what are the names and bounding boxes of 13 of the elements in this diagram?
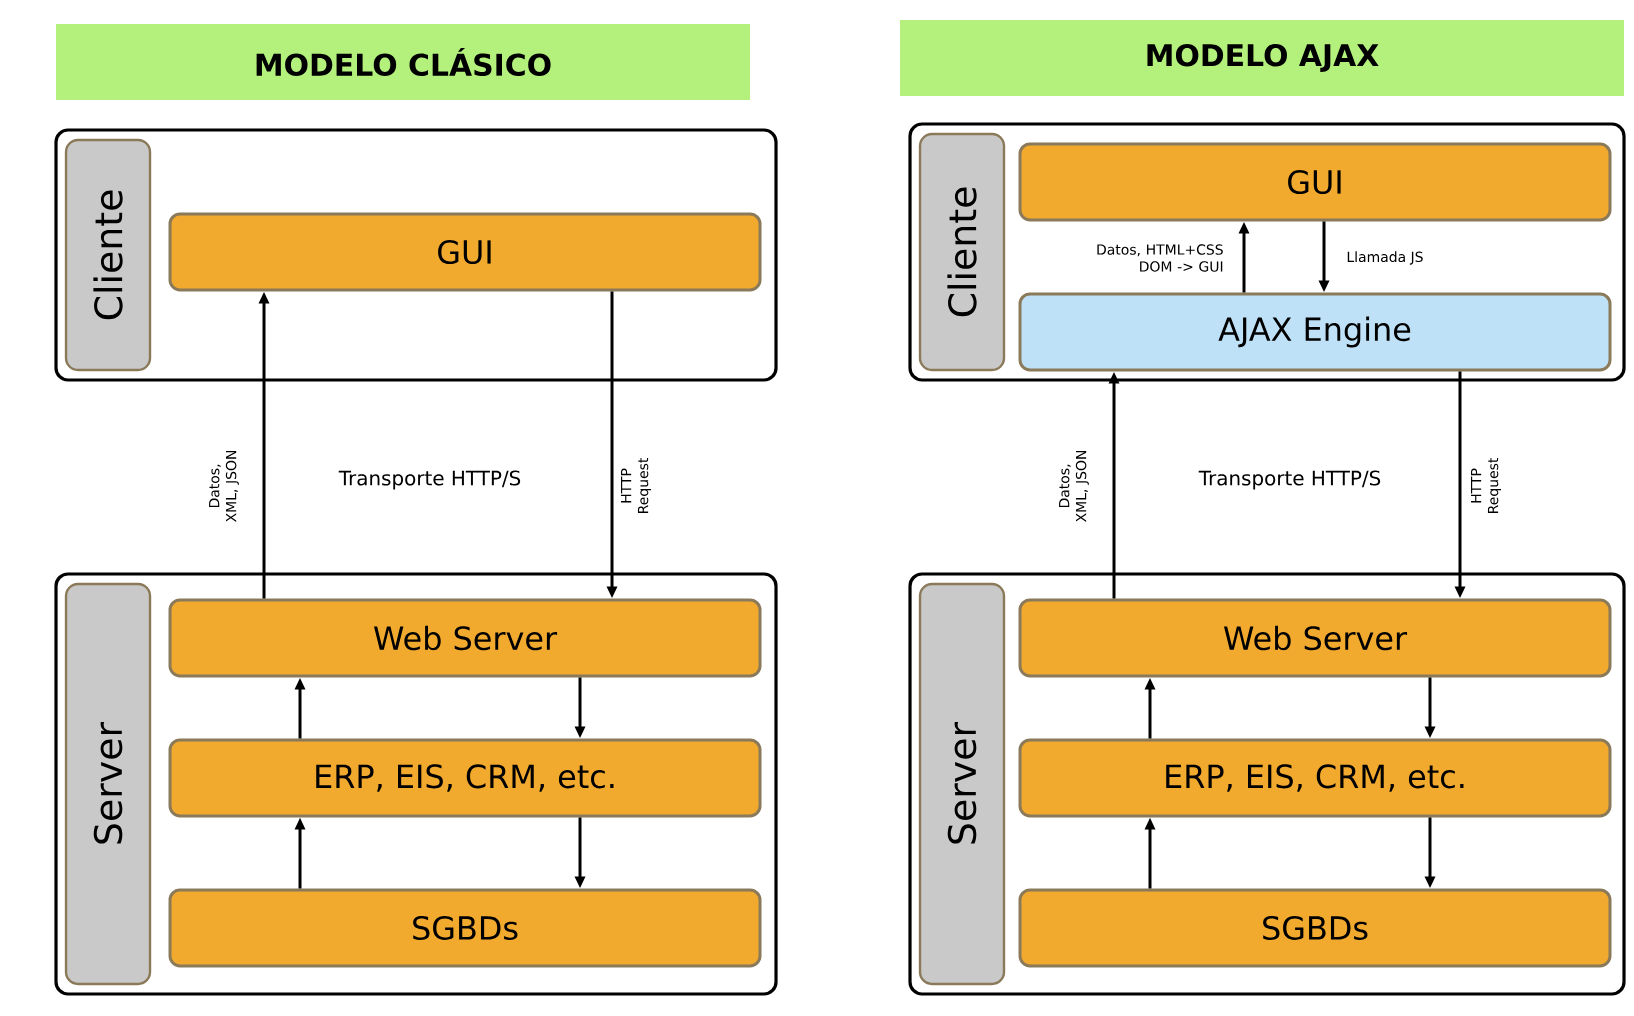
layer-bar: GUI [168, 212, 762, 292]
layer-bar: Web Server [1018, 598, 1612, 678]
title-band: MODELO AJAX [900, 20, 1624, 96]
layer-bar: ERP, EIS, CRM, etc. [168, 738, 762, 818]
transport-label: Transporte HTTP/S [338, 470, 521, 490]
layer-bar: Web Server [168, 598, 762, 678]
engine-box: AJAX Engine [1018, 292, 1612, 372]
layer-bar: SGBDs [1018, 888, 1612, 968]
layer-bar: SGBDs [168, 888, 762, 968]
layer-bar: ERP, EIS, CRM, etc. [1018, 738, 1612, 818]
transport-label: Transporte HTTP/S [1198, 470, 1381, 490]
title-band: MODELO CLÁSICO [56, 24, 750, 100]
layer-bar: GUI [1018, 142, 1612, 222]
